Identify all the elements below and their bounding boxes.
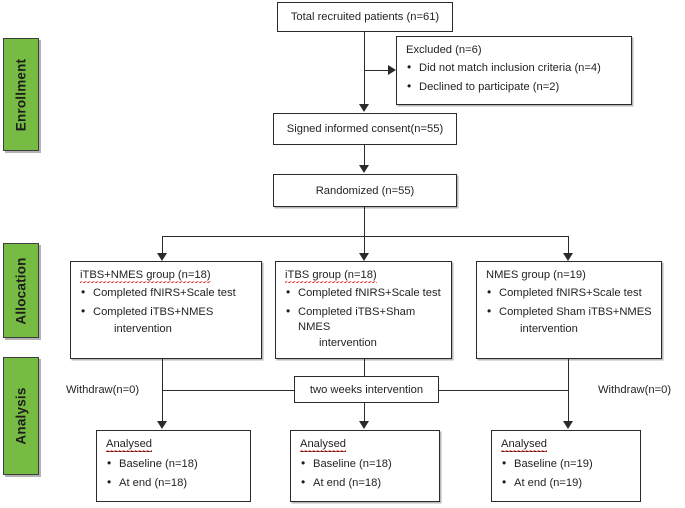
phase-label-allocation: Allocation (13, 256, 29, 325)
node-signed-consent: Signed informed consent(n=55) (273, 113, 457, 145)
node-randomized: Randomized (n=55) (273, 174, 457, 207)
list-item-continuation: intervention (319, 336, 377, 349)
list-item-continuation: intervention (114, 322, 172, 335)
group-box-nmes: NMES group (n=19) Completed fNIRS+Scale … (476, 261, 662, 359)
list-item-continuation: intervention (520, 322, 578, 335)
list-item: Completed iTBS+Sham NMES (285, 304, 442, 334)
group-title: iTBS group (n=18) (285, 269, 377, 283)
list-item: At end (n=19) (501, 475, 631, 491)
connector-alloc-drop-right (568, 236, 569, 256)
node-excluded-list: Did not match inclusion criteria (n=4) D… (406, 60, 622, 95)
group-list: Completed fNIRS+Scale test Completed iTB… (285, 285, 442, 350)
analysed-box-left: Analysed Baseline (n=18) At end (n=18) (96, 430, 251, 502)
connector-stem-middle-lower (364, 403, 365, 424)
analysed-list: Baseline (n=18) At end (n=18) (300, 456, 430, 491)
analysed-title: Analysed (501, 438, 548, 452)
analysed-list: Baseline (n=18) At end (n=18) (106, 456, 241, 491)
node-excluded-title: Excluded (n=6) (406, 44, 482, 56)
connector-consent-to-randomized (364, 145, 365, 166)
arrow-consent-to-randomized (359, 165, 369, 173)
list-item: Completed iTBS+NMES (80, 304, 252, 320)
analysed-title: Analysed (106, 438, 153, 452)
connector-to-excluded (364, 70, 389, 71)
group-title-text: iTBS+NMES group (n=18) (80, 269, 211, 283)
list-item: Baseline (n=19) (501, 456, 631, 472)
phase-bar-allocation: Allocation (3, 243, 39, 338)
phase-bar-analysis: Analysis (3, 357, 39, 475)
list-item: Baseline (n=18) (106, 456, 241, 472)
group-list: Completed fNIRS+Scale test Completed iTB… (80, 285, 252, 336)
node-randomized-label: Randomized (n=55) (315, 184, 415, 197)
connector-stem-middle (364, 359, 365, 376)
arrow-alloc-right (563, 253, 573, 261)
list-item: At end (n=18) (300, 475, 430, 491)
node-signed-consent-label: Signed informed consent(n=55) (286, 123, 444, 135)
list-item: Completed fNIRS+Scale test (80, 285, 252, 301)
phase-label-analysis: Analysis (13, 387, 29, 445)
list-item: Completed fNIRS+Scale test (285, 285, 442, 301)
connector-allocation-bus (162, 236, 568, 237)
connector-alloc-drop-middle (364, 236, 365, 256)
connector-band-left (162, 390, 295, 391)
list-item: Completed fNIRS+Scale test (486, 285, 652, 301)
node-two-weeks-intervention: two weeks intervention (294, 376, 439, 403)
node-excluded: Excluded (n=6) Did not match inclusion c… (396, 36, 632, 105)
list-item: Completed Sham iTBS+NMES (486, 304, 652, 320)
group-title-text: NMES group (n=19) (486, 269, 586, 281)
arrow-to-excluded (388, 65, 396, 75)
phase-bar-enrollment: Enrollment (3, 38, 39, 151)
arrow-recruited-to-consent (359, 104, 369, 112)
list-item: At end (n=18) (106, 475, 241, 491)
list-item: Declined to participate (n=2) (406, 79, 622, 95)
arrow-analysis-right (563, 421, 573, 429)
group-list: Completed fNIRS+Scale test Completed Sha… (486, 285, 652, 336)
arrow-analysis-middle (359, 421, 369, 429)
group-title: NMES group (n=19) (486, 269, 586, 281)
analysed-title-text: Analysed (300, 438, 347, 452)
analysed-title: Analysed (300, 438, 347, 452)
connector-band-right (438, 390, 569, 391)
analysed-box-middle: Analysed Baseline (n=18) At end (n=18) (290, 430, 440, 502)
group-box-itbs-nmes: iTBS+NMES group (n=18) Completed fNIRS+S… (70, 261, 262, 359)
withdraw-label-right: Withdraw(n=0) (598, 384, 672, 396)
node-two-weeks-intervention-label: two weeks intervention (309, 383, 424, 396)
node-total-recruited: Total recruited patients (n=61) (277, 2, 453, 32)
withdraw-label-left: Withdraw(n=0) (66, 384, 140, 396)
connector-stem-right (568, 359, 569, 424)
arrow-alloc-left (157, 253, 167, 261)
analysed-box-right: Analysed Baseline (n=19) At end (n=19) (491, 430, 641, 502)
connector-randomized-trunk (364, 207, 365, 237)
connector-recruited-trunk (364, 32, 365, 105)
list-item: Baseline (n=18) (300, 456, 430, 472)
node-total-recruited-label: Total recruited patients (n=61) (290, 11, 440, 23)
arrow-alloc-middle (359, 253, 369, 261)
analysed-list: Baseline (n=19) At end (n=19) (501, 456, 631, 491)
connector-stem-left (162, 359, 163, 424)
group-title-text: iTBS group (n=18) (285, 269, 377, 283)
group-title: iTBS+NMES group (n=18) (80, 269, 211, 283)
phase-label-enrollment: Enrollment (13, 58, 29, 131)
group-box-itbs: iTBS group (n=18) Completed fNIRS+Scale … (275, 261, 452, 359)
connector-alloc-drop-left (162, 236, 163, 256)
arrow-analysis-left (157, 421, 167, 429)
analysed-title-text: Analysed (106, 438, 153, 452)
list-item: Did not match inclusion criteria (n=4) (406, 60, 622, 76)
analysed-title-text: Analysed (501, 438, 548, 452)
